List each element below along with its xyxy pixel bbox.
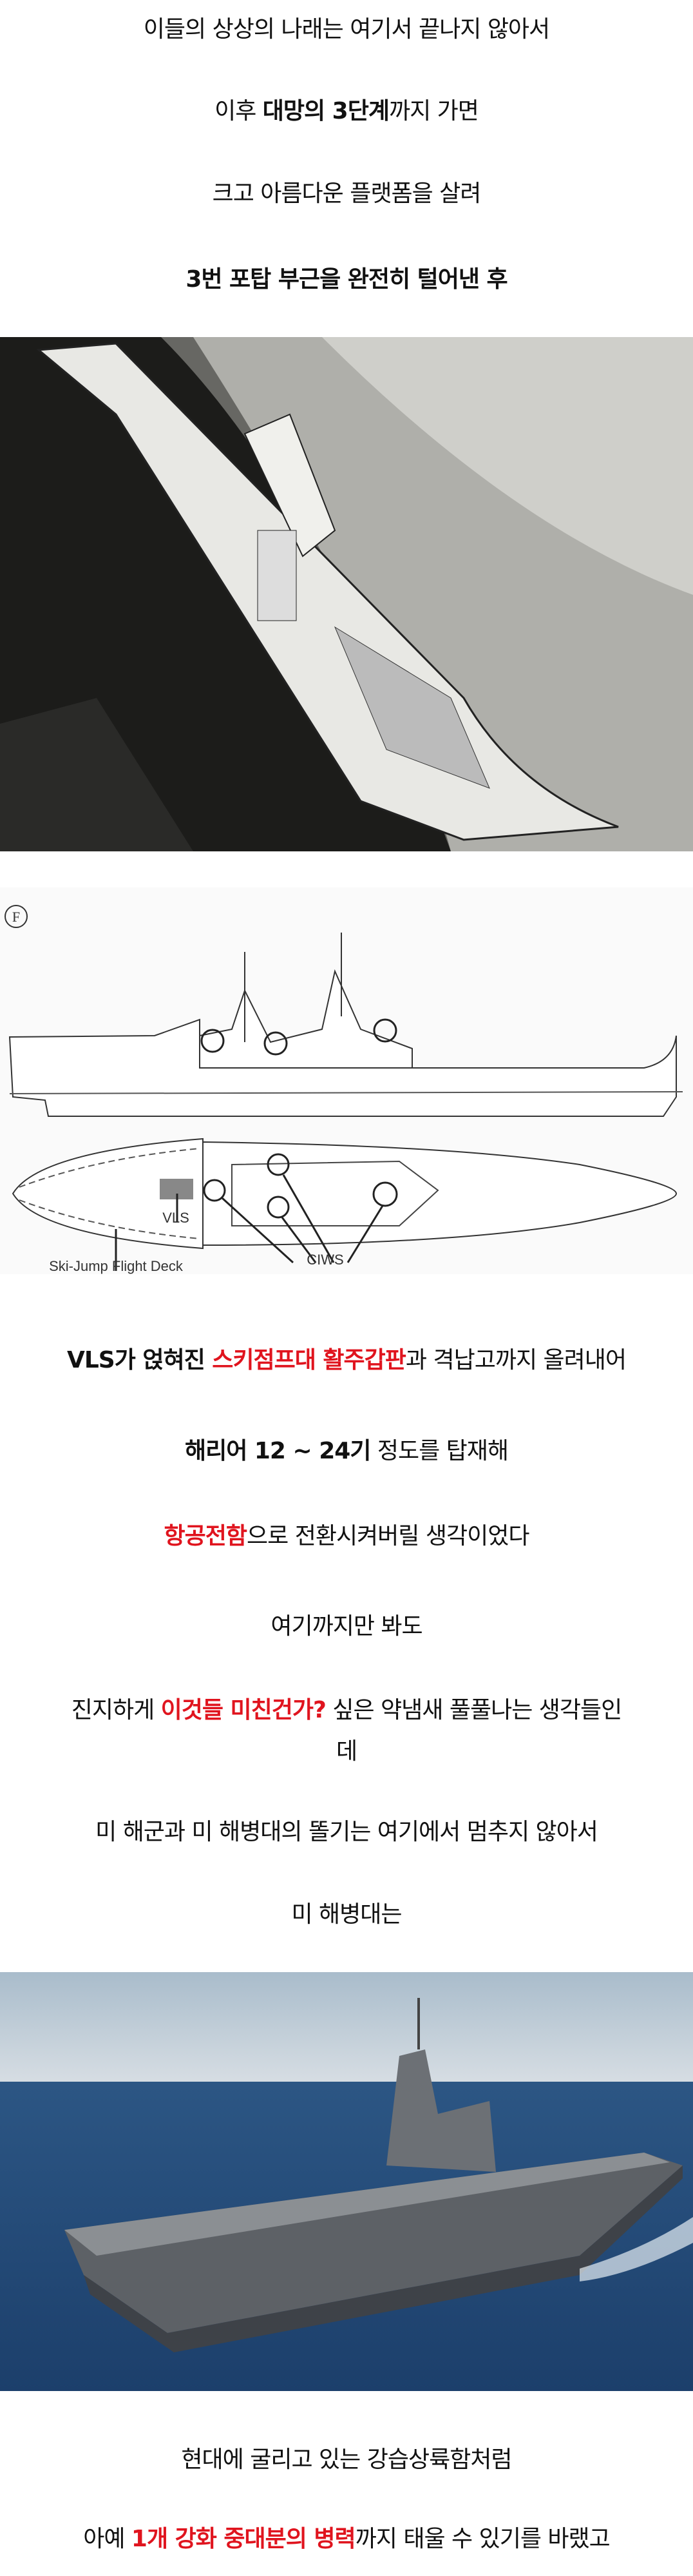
badge-circle xyxy=(5,905,28,928)
text-line-4: 3번 포탑 부근을 완전히 털어낸 후 xyxy=(185,266,508,293)
label-flight-deck: Ski-Jump Flight Deck xyxy=(49,1258,184,1274)
text-line-1: 이들의 상상의 나래는 여기서 끝나지 않아서 xyxy=(143,16,550,43)
text-bold: 해리어 12 ~ 24기 xyxy=(184,1438,371,1464)
text-plain: 이후 xyxy=(214,98,263,124)
text-plain: 과 격납고까지 올려내어 xyxy=(405,1347,627,1373)
text-line-2: 이후 대망의 3단계까지 가면 xyxy=(0,92,693,131)
battleship-carrier-model-photo xyxy=(0,337,693,851)
text-plain: 까지 가면 xyxy=(388,98,479,124)
text-highlight: 항공전함 xyxy=(164,1523,247,1549)
text-plain: 진지하게 xyxy=(71,1697,161,1723)
text-highlight: 이것들 미친건가? xyxy=(160,1697,327,1723)
text-plain: 데 xyxy=(336,1738,357,1765)
text-line-13: 아예 1개 강화 중대분의 병력까지 태울 수 있기를 바랬고 xyxy=(0,2520,693,2559)
text-bold: VLS가 얹혀진 xyxy=(67,1347,213,1373)
text-plain: 아예 xyxy=(83,2526,131,2552)
text-plain: 까지 태울 수 있기를 바랬고 xyxy=(355,2526,611,2552)
text-line-5: VLS가 얹혀진 스키점프대 활주갑판과 격납고까지 올려내어 xyxy=(0,1341,693,1380)
label-vls: VLS xyxy=(162,1210,189,1226)
text-line-7: 항공전함으로 전환시켜버릴 생각이었다 xyxy=(0,1517,693,1556)
text-line-12: 현대에 굴리고 있는 강습상륙함처럼 xyxy=(181,2446,512,2473)
amphibious-assault-ship-photo xyxy=(0,1972,693,2391)
text-plain: 으로 전환시켜버릴 생각이었다 xyxy=(247,1523,529,1549)
text-highlight: 스키점프대 활주갑판 xyxy=(212,1347,406,1373)
label-ciws: CIWS xyxy=(307,1252,343,1268)
text-line-6: 해리어 12 ~ 24기 정도를 탑재해 xyxy=(0,1432,693,1471)
ship-conversion-diagram: F VLS CIWS Ski-Jump Flight Deck xyxy=(0,887,693,1274)
text-plain: 싶은 약냄새 풀풀나는 생각들인 xyxy=(325,1697,622,1723)
text-line-8: 여기까지만 봐도 xyxy=(271,1613,422,1640)
text-plain: 정도를 탑재해 xyxy=(370,1438,509,1464)
text-line-10: 미 해군과 미 해병대의 똘기는 여기에서 멈추지 않아서 xyxy=(95,1819,598,1845)
badge-letter: F xyxy=(12,909,20,925)
text-bold: 대망의 3단계 xyxy=(262,98,390,124)
text-highlight: 1개 강화 중대분의 병력 xyxy=(131,2526,356,2552)
text-line-3: 크고 아름다운 플랫폼을 살려 xyxy=(212,180,482,207)
text-line-11: 미 해병대는 xyxy=(291,1901,402,1928)
